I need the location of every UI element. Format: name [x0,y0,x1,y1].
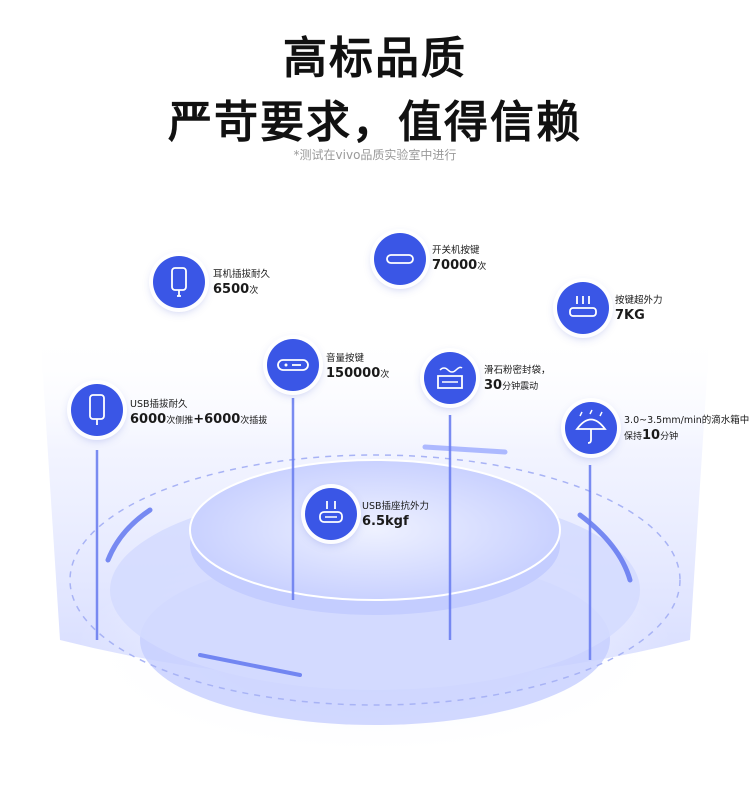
test-usb-plus: + [193,412,205,427]
test-socket-label: USB插座抗外力 [362,501,430,512]
test-power-value: 70000 [432,258,478,273]
umbrella-icon [565,402,617,454]
usb-phone-icon [71,384,123,436]
test-socket-value: 6.5kgf [362,514,409,529]
test-usb-unit-b: 次插拔 [240,416,268,426]
test-usb-unit-a: 次侧推 [166,416,194,426]
headline-line-2: 严苛要求，值得信赖 [168,97,582,148]
orbit-arc-left [105,507,153,563]
test-press-label: 按键超外力 [615,295,663,306]
orbit-arc-right [577,512,633,583]
orbit-arc-bottom [198,653,302,677]
volume-button-icon [267,339,319,391]
test-talc-value: 30 [484,378,503,393]
test-footnote: *测试在vivo品质实验室中进行 [293,148,457,162]
vibration-bag-icon [424,352,476,404]
dashed-orbit [69,454,681,706]
headline-line-1: 高标品质 [283,33,467,84]
base-disc-top [189,459,561,601]
test-talc: 滑石粉密封袋， 30分钟震动 [484,364,551,396]
test-power: 开关机按键 70000次 [432,244,486,276]
test-socket: USB插座抗外力 6.5kgf [362,500,429,530]
test-rain-unit: 分钟 [660,432,679,442]
test-earphone-unit: 次 [249,286,259,296]
test-usb-value-b: 6000 [204,412,241,427]
test-press-value: 7KG [615,308,645,323]
test-earphone-label: 耳机插拔耐久 [213,269,271,280]
test-volume-unit: 次 [380,370,390,380]
orbit-arc-top [422,444,508,455]
test-earphone: 耳机插拔耐久 6500次 [213,268,270,300]
test-volume: 音量按键 150000次 [326,352,389,384]
power-button-icon [374,233,426,285]
test-usb-label: USB插拔耐久 [130,399,188,410]
test-usb-value-a: 6000 [130,412,167,427]
test-talc-label: 滑石粉密封袋， [484,365,551,376]
test-earphone-value: 6500 [213,282,250,297]
test-volume-label: 音量按键 [326,353,365,364]
test-rain-pre: 保持 [624,432,643,442]
test-rain-value: 10 [642,428,661,443]
test-talc-unit: 分钟震动 [502,382,539,392]
test-power-label: 开关机按键 [432,245,480,256]
press-force-icon [557,282,609,334]
test-rain-label: 3.0~3.5mm/min的滴水箱中 [624,415,750,426]
icon-stems [95,398,592,660]
usb-socket-icon [305,488,357,540]
test-volume-value: 150000 [326,366,381,381]
test-press: 按键超外力 7KG [615,294,663,324]
test-rain: 3.0~3.5mm/min的滴水箱中 保持10分钟 [624,414,749,446]
test-usb: USB插拔耐久 6000次侧推+6000次插拔 [130,398,267,430]
phone-plug-icon [153,256,205,308]
test-power-unit: 次 [477,262,487,272]
